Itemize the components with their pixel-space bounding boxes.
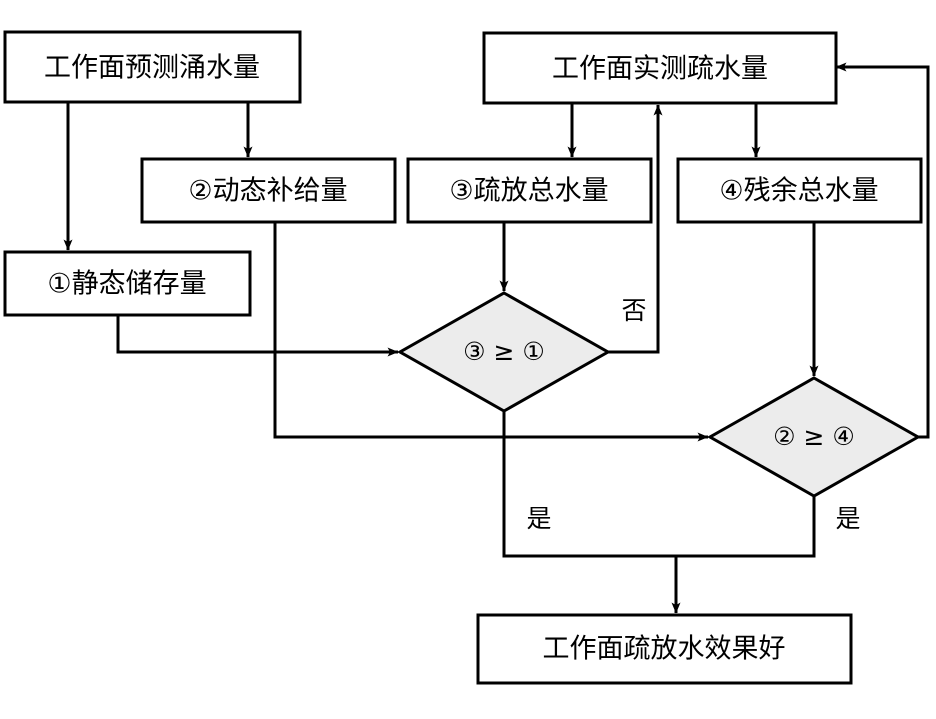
node-total-drained-label: ③疏放总水量: [449, 176, 608, 207]
node-decision-two[interactable]: ② ≥ ④: [706, 376, 922, 498]
node-measured-drainage[interactable]: 工作面实测疏水量: [482, 31, 838, 105]
edge-decision-one-yes: [502, 412, 676, 558]
node-measured-drainage-shape: [482, 31, 838, 105]
node-measured-drainage-label: 工作面实测疏水量: [552, 54, 768, 85]
node-decision-one[interactable]: ③ ≥ ①: [396, 291, 612, 413]
node-dynamic-recharge[interactable]: ②动态补给量: [140, 157, 397, 224]
node-residual-total[interactable]: ④残余总水量: [676, 157, 923, 224]
node-decision-one-shape: [396, 291, 612, 413]
edge-decision-one-no-to-measured: [608, 104, 663, 354]
node-decision-two-shape: [706, 376, 922, 498]
node-predicted-inflow-label: 工作面预测涌水量: [44, 53, 260, 84]
edge-decision-two-feedback-to-measured: [835, 62, 930, 439]
node-decision-two-label: ② ≥ ④: [773, 422, 855, 451]
node-dynamic-recharge-label: ②动态补给量: [188, 176, 347, 207]
edge-label-no: 否: [621, 296, 646, 325]
node-total-drained[interactable]: ③疏放总水量: [406, 157, 653, 224]
edge-dynamic-to-decision-two: [273, 222, 709, 442]
node-residual-total-label: ④残余总水量: [719, 176, 878, 207]
node-result-label: 工作面疏放水效果好: [543, 634, 786, 665]
node-decision-one-label: ③ ≥ ①: [463, 337, 545, 366]
edge-label-yes-right: 是: [835, 504, 860, 533]
node-residual-total-shape: [676, 157, 923, 224]
node-static-storage-label: ①静态储存量: [47, 269, 206, 300]
node-total-drained-shape: [406, 157, 653, 224]
edge-label-yes-left: 是: [526, 504, 551, 533]
node-static-storage-shape: [3, 250, 252, 317]
node-predicted-inflow-shape: [3, 30, 302, 104]
edge-static-to-decision-one: [116, 315, 399, 357]
node-static-storage[interactable]: ①静态储存量: [3, 250, 252, 317]
node-dynamic-recharge-shape: [140, 157, 397, 224]
node-result-shape: [476, 613, 853, 685]
node-result[interactable]: 工作面疏放水效果好: [476, 613, 853, 685]
node-predicted-inflow[interactable]: 工作面预测涌水量: [3, 30, 302, 104]
edge-decision-two-yes: [676, 497, 816, 558]
